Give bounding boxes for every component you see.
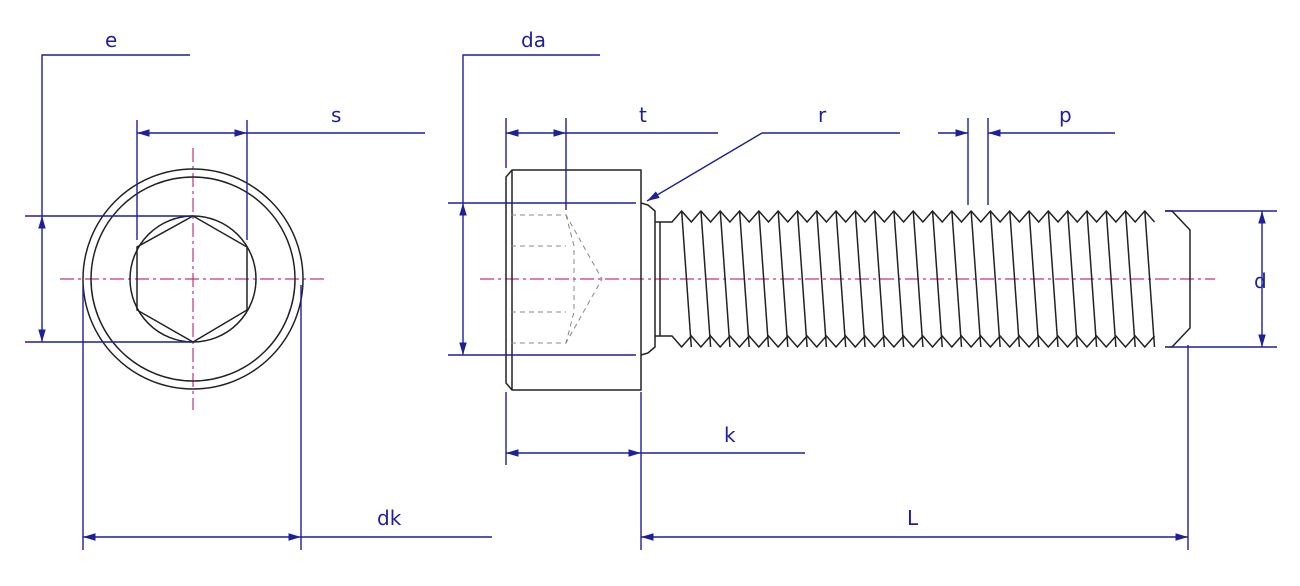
thread-crest-line [1105,210,1117,348]
thread-crest-line [835,210,847,348]
thread-crest-line [854,210,866,348]
label-dk: dk [377,506,402,530]
dimension-s: s [136,103,425,240]
label-da: da [521,28,546,52]
thread-crest-line [1066,210,1079,348]
thread-crest-line [1086,210,1098,348]
thread-crest-line [680,210,693,348]
thread-crest-line [796,210,808,348]
dimension-p: p [938,103,1115,205]
thread-crest-line [970,210,982,348]
thread-crest-line [816,210,828,348]
label-k: k [724,423,736,447]
thread-crest-line [951,210,963,348]
thread-crest-line [912,210,924,348]
thread-crest-line [719,210,731,348]
label-r: r [818,103,827,127]
thread-crest-line [931,210,943,348]
thread-bottom-profile [655,334,1156,349]
thread-crest-line [873,210,886,348]
thread-crest-line [738,210,750,348]
label-t: t [639,103,647,127]
thread-crest-line [758,210,770,348]
thread-crest-line [777,210,789,348]
dimension-k: k [505,392,805,550]
centerlines [60,148,1215,410]
thread-crest-line [1028,210,1040,348]
label-s: s [331,103,341,127]
thread-top-profile [655,209,1156,224]
thread-crest-line [1047,210,1059,348]
dimension-t: t [505,103,718,210]
dimension-L: L [641,345,1189,550]
dimension-e: e [25,28,193,343]
thread-crest-line [893,210,905,348]
thread-crest-line [1144,210,1156,348]
dimension-dk: dk [82,285,492,550]
thread-crest-line [1124,210,1136,348]
label-L: L [907,506,919,530]
head-side-view [505,169,656,391]
thread-crest-line [1009,210,1021,348]
thread-crest-line [989,210,1001,348]
dimension-da: da [448,28,636,356]
label-e: e [105,28,117,52]
label-d: d [1254,269,1267,293]
dimension-r: r [646,103,900,202]
thread-crest-line [700,210,712,348]
label-p: p [1059,103,1072,127]
